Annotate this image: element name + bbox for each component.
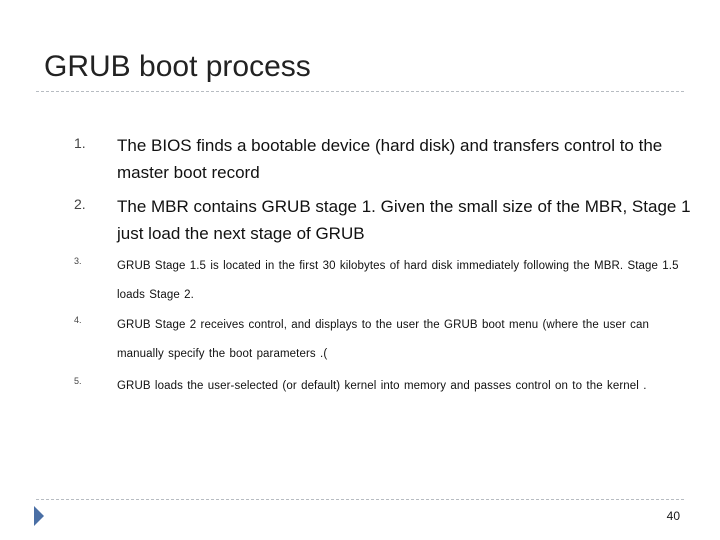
list-item-number: 3. — [74, 256, 82, 266]
triangle-arrow-icon — [34, 506, 44, 526]
list-item-text: The MBR contains GRUB stage 1. Given the… — [117, 197, 691, 243]
list-item-number: 5. — [74, 376, 82, 386]
footer-divider — [36, 499, 684, 500]
list-item-number: 1. — [74, 135, 86, 151]
list-item-number: 2. — [74, 196, 86, 212]
list-item-text: GRUB Stage 2 receives control, and displ… — [117, 319, 650, 360]
list-item-text: The BIOS finds a bootable device (hard d… — [117, 136, 663, 182]
list-item-text: GRUB loads the user-selected (or default… — [117, 380, 647, 392]
list-item-number: 4. — [74, 315, 82, 325]
list-item-text: GRUB Stage 1.5 is located in the first 3… — [117, 260, 679, 301]
slide-title: GRUB boot process — [44, 50, 311, 83]
page-number: 40 — [666, 509, 680, 523]
title-divider — [36, 91, 684, 92]
